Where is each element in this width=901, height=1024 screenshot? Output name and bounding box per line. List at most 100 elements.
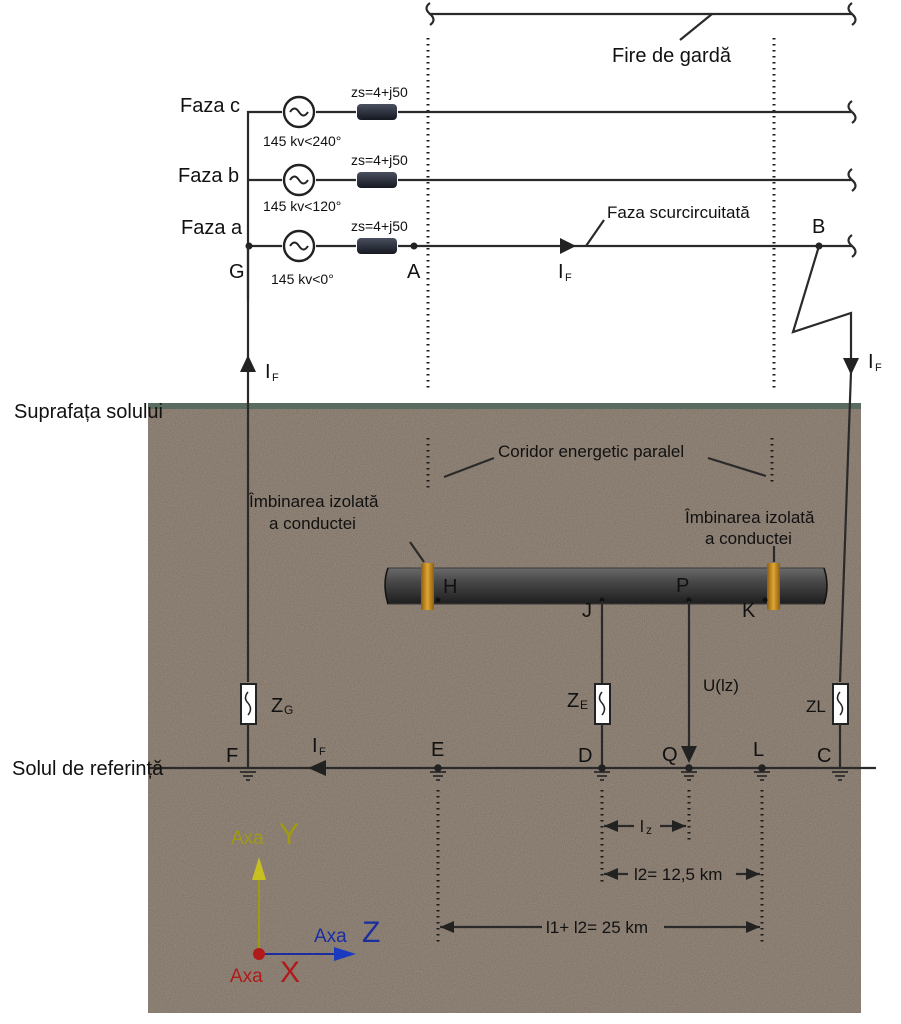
source-a-label: 145 kv<0° [271, 271, 334, 287]
axis-y-letter: Y [279, 818, 299, 851]
joint-left-label-2: a conductei [269, 514, 356, 533]
joint-left-leader [409, 541, 425, 563]
ground-c-icon [832, 771, 848, 781]
axis-z-letter: Z [362, 916, 380, 949]
zl-label: ZL [806, 697, 826, 716]
axis-x-letter: X [280, 956, 300, 989]
current-up-arrow-icon [240, 355, 256, 372]
pipeline: Îmbinarea izolată a conductei Îmbinarea … [248, 492, 828, 622]
sine-icon [289, 107, 309, 117]
impedance-b-label: zs=4+j50 [351, 152, 408, 168]
right-fault-path: I F ZL [791, 245, 882, 768]
right-current-label: I [868, 351, 874, 373]
node-p-label: P [676, 575, 689, 597]
dimension-lines: l z l2= 12,5 km l1+ l2= 25 km [436, 790, 764, 946]
node-g-label: G [229, 261, 245, 283]
zg-sub: G [284, 703, 293, 717]
node-l-label: L [753, 739, 764, 761]
reference-soil-line: I F Solul de referință F E D Q L [12, 735, 876, 781]
fault-current-sub: F [565, 272, 572, 284]
phase-c-label: Faza c [180, 95, 240, 117]
left-current-label: I [265, 361, 271, 383]
sine-icon [289, 175, 309, 185]
phase-b-line: Faza b zs=4+j50 145 kv<120° [178, 152, 857, 214]
sine-icon [289, 241, 309, 251]
phase-b-label: Faza b [178, 165, 239, 187]
source-b-label: 145 kv<120° [263, 198, 341, 214]
left-return-path: I F Z G [240, 246, 293, 768]
wire-break-left-icon [425, 2, 435, 26]
node-d-label: D [578, 745, 592, 767]
guard-wires-label: Fire de gardă [612, 45, 732, 67]
voltage-arrow-icon [681, 746, 697, 763]
wire-break-icon [847, 100, 857, 124]
impedance-icon [357, 238, 397, 254]
wire-break-icon [847, 168, 857, 192]
impedance-a-label: zs=4+j50 [351, 218, 408, 234]
phase-a-line: Faza a zs=4+j50 145 kv<0° Faza scurcircu… [181, 203, 857, 287]
lz-label: l [640, 817, 644, 836]
axis-z-prefix: Axa [314, 926, 347, 947]
soil-current-sub: F [319, 746, 326, 758]
ground-surface-label: Suprafața solului [14, 401, 163, 423]
fault-current-label: I [558, 261, 564, 283]
node-a-dot [410, 242, 418, 250]
node-a-label: A [407, 261, 421, 283]
joint-right-label-1: Îmbinarea izolată [684, 508, 815, 527]
soil-texture [148, 405, 861, 1013]
fault-current-arrow-icon [560, 238, 576, 254]
ze-sub: E [580, 698, 588, 712]
soil-current-label: I [312, 735, 318, 757]
joint-right-icon [767, 563, 780, 610]
source-c-label: 145 kv<240° [263, 133, 341, 149]
left-current-sub: F [272, 372, 279, 384]
wire-break-icon [847, 234, 857, 258]
joint-right-label-2: a conductei [705, 529, 792, 548]
node-b-label: B [812, 216, 825, 238]
node-q-label: Q [662, 744, 678, 766]
impedance-c-label: zs=4+j50 [351, 84, 408, 100]
ground-f-icon [240, 771, 256, 781]
voltage-label: U(lz) [703, 676, 739, 695]
node-h-label: H [443, 576, 457, 598]
node-c-label: C [817, 745, 831, 767]
reference-soil-label: Solul de referință [12, 758, 164, 780]
axis-y-prefix: Axa [231, 828, 264, 849]
faulted-phase-label: Faza scurcircuitată [607, 203, 750, 222]
l2-label: l2= 12,5 km [634, 865, 722, 884]
lz-sub: z [646, 823, 652, 837]
impedance-icon [357, 172, 397, 188]
wire-break-right-icon [847, 2, 857, 26]
node-f-label: F [226, 745, 238, 767]
current-down-arrow-icon [843, 358, 859, 375]
guard-wire: Fire de gardă [425, 2, 857, 67]
ground-q-icon [681, 764, 697, 781]
ze-branch: Z E [567, 601, 611, 768]
l1l2-label: l1+ l2= 25 km [546, 918, 648, 937]
axis-origin-dot [253, 948, 265, 960]
soil-current-arrow-icon [308, 760, 326, 776]
corridor-marker: Coridor energetic paralel [426, 438, 774, 492]
axis-y-arrow-icon [252, 857, 266, 880]
joint-left-icon [421, 563, 434, 610]
ground-l-icon [754, 764, 770, 781]
zg-label: Z [271, 695, 283, 717]
right-current-sub: F [875, 362, 882, 374]
voltage-branch: U(lz) [681, 601, 739, 763]
coordinate-axes: Axa Y Axa Z Axa X [230, 818, 380, 989]
faulted-phase-leader [585, 219, 605, 247]
node-j-label: J [582, 600, 592, 622]
corridor-label: Coridor energetic paralel [498, 442, 684, 461]
soil-region [148, 403, 861, 1013]
joint-left-label-1: Îmbinarea izolată [248, 492, 379, 511]
ground-e-icon [430, 764, 446, 781]
impedance-icon [357, 104, 397, 120]
guard-wire-leader [679, 13, 713, 41]
phase-c-line: Faza c zs=4+j50 145 kv<240° [180, 84, 857, 300]
axis-z-arrow-icon [334, 947, 356, 961]
ground-d-icon [594, 764, 610, 781]
node-e-label: E [431, 739, 444, 761]
soil-surface-line [148, 403, 861, 409]
ze-label: Z [567, 690, 579, 712]
